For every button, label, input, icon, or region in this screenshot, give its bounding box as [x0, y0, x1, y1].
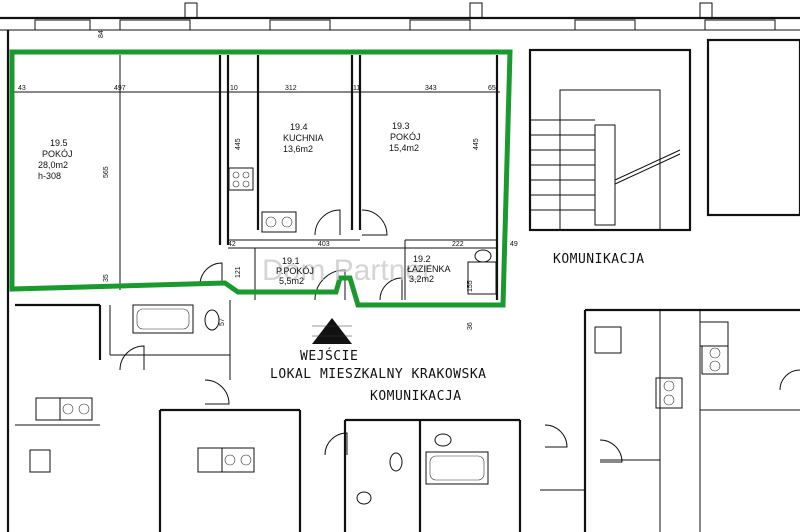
room-id: 19.3	[392, 121, 410, 131]
room-19-4: 19.4 KUCHNIA 13,6m2	[283, 122, 324, 154]
dim-84: 84	[98, 30, 105, 38]
sink-icon	[655, 377, 683, 409]
sink-icon	[59, 397, 93, 421]
dim-36: 36	[467, 322, 474, 330]
room-19-2: 19.2 ŁAZIENKA 3,2m2	[407, 254, 451, 284]
room-area: 15,4m2	[389, 143, 419, 153]
room-area: 5,5m2	[279, 276, 304, 286]
dim-65: 65	[488, 85, 496, 92]
room-19-1: 19.1 P.POKÓJ 5,5m2	[276, 256, 314, 286]
dim-222: 222	[452, 241, 464, 248]
sink-icon	[699, 321, 729, 347]
washbasin-icon	[434, 433, 452, 447]
washbasin-icon	[356, 491, 372, 505]
toilet-icon	[204, 309, 220, 331]
room-name: POKÓJ	[42, 149, 73, 159]
dim-121: 121	[235, 266, 242, 278]
apartment-outline	[9, 49, 513, 308]
door-swings	[119, 209, 800, 463]
dim-445-a: 445	[235, 138, 242, 150]
sink-icon	[221, 447, 255, 473]
lokal-label: LOKAL MIESZKALNY KRAKOWSKA	[270, 367, 487, 382]
room-height: h-308	[38, 171, 61, 181]
entrance-arrow-icon	[312, 318, 352, 344]
dim-445-b: 445	[473, 138, 480, 150]
watermark-text: Dom Partner	[262, 254, 432, 287]
fixtures	[29, 167, 729, 505]
room-id: 19.2	[413, 254, 431, 264]
dim-10: 10	[230, 85, 238, 92]
room-19-5: 19.5 POKÓJ 28,0m2 h-308	[38, 138, 73, 181]
stove-icon	[197, 447, 223, 473]
room-id: 19.1	[282, 256, 300, 266]
dim-57: 57	[219, 318, 226, 326]
dim-43: 43	[18, 85, 26, 92]
dim-497: 497	[114, 85, 126, 92]
stove-icon	[228, 167, 254, 191]
sink-icon	[261, 211, 297, 233]
room-name: ŁAZIENKA	[407, 264, 451, 274]
dim-312: 312	[285, 85, 297, 92]
room-19-3: 19.3 POKÓJ 15,4m2	[389, 121, 421, 153]
washbasin-icon	[474, 249, 492, 263]
room-area: 13,6m2	[283, 144, 313, 154]
dim-403: 403	[318, 241, 330, 248]
dim-565: 565	[103, 166, 110, 178]
room-name: P.POKÓJ	[276, 266, 314, 276]
bathtub-icon	[425, 451, 489, 485]
toilet-icon	[389, 452, 403, 472]
dimension-labels: 84 43 497 10 312 11 343 65 565 35 445 44…	[18, 30, 518, 330]
entrance-label: WEJŚCIE	[300, 348, 358, 364]
dim-42: 42	[228, 241, 236, 248]
bathtub-icon	[132, 304, 194, 334]
stove-icon	[594, 326, 622, 354]
dim-35: 35	[103, 274, 110, 282]
dim-155: 155	[467, 280, 474, 292]
room-id: 19.4	[290, 122, 308, 132]
stove-icon	[35, 397, 61, 421]
dim-49: 49	[510, 241, 518, 248]
room-area: 28,0m2	[38, 160, 68, 170]
komunikacja-bottom-label: KOMUNIKACJA	[370, 389, 462, 404]
dim-343: 343	[425, 85, 437, 92]
room-area: 3,2m2	[409, 274, 434, 284]
dim-11: 11	[353, 85, 360, 92]
room-name: KUCHNIA	[283, 133, 324, 143]
room-id: 19.5	[50, 138, 68, 148]
komunikacja-label: KOMUNIKACJA	[553, 252, 645, 267]
room-name: POKÓJ	[390, 132, 421, 142]
